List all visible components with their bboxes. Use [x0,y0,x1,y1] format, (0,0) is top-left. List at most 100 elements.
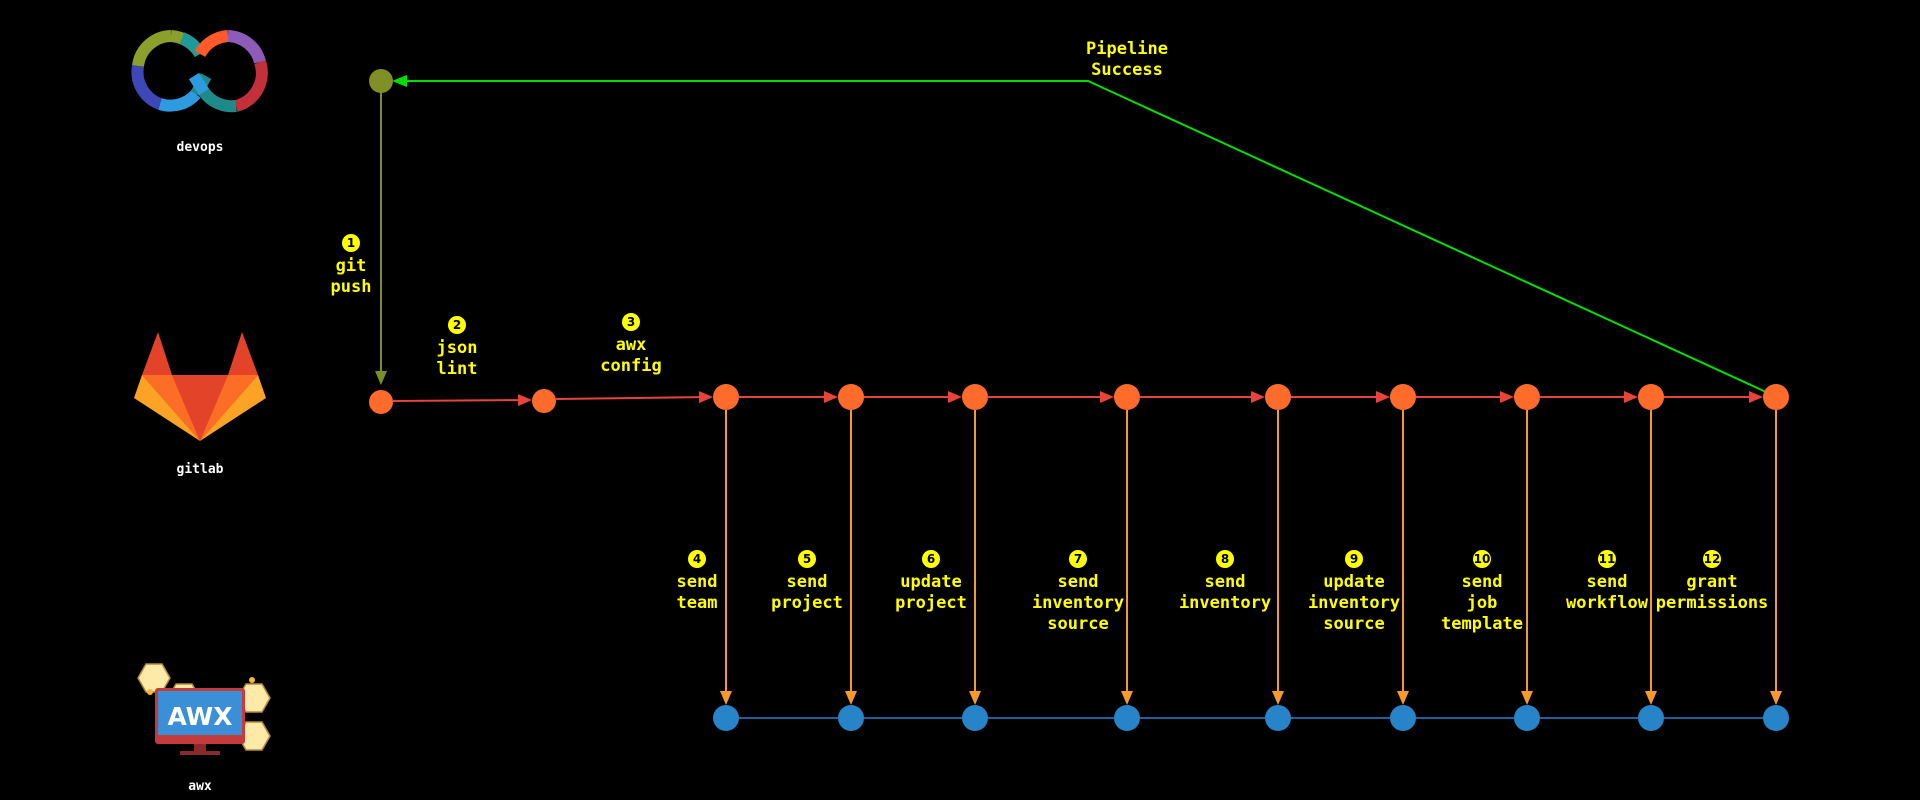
awx-node [1514,705,1540,731]
step-8-number: 8 [1221,552,1229,566]
awx-call-arrow-arrowhead [1770,691,1782,705]
gitlab-fox-logo-icon [134,332,266,441]
step-1-label-line: push [331,277,372,297]
awx-call-arrow-arrowhead [1521,691,1533,705]
awx-call-arrow-arrowhead [1397,691,1409,705]
awx-call-arrow-arrowhead [845,691,857,705]
gitlab-chain-arrow-arrowhead [824,391,838,403]
gitlab-node [713,384,739,410]
step-2-number: 2 [453,318,461,332]
gitlab-chain-arrow-arrowhead [1624,391,1638,403]
step-6-label-line: update [900,572,961,592]
pipeline-flow: 1gitpush2jsonlint3awxconfig4sendteam5sen… [331,39,1789,731]
step-6-label-line: project [895,593,967,613]
gitlab-chain-arrow-arrowhead [1251,391,1265,403]
gitlab-node [1763,384,1789,410]
step-5-label-line: project [771,593,843,613]
gitlab-chain-arrow-arrowhead [948,391,962,403]
step-7-label-line: source [1047,614,1108,634]
lane-label-gitlab: gitlab [177,462,224,477]
step-1-label-line: git [336,256,367,276]
step-10-number-badge [1473,550,1491,568]
gitlab-node [838,384,864,410]
step-10-label-line: send [1462,572,1503,592]
pipeline-success-label: Success [1091,60,1163,80]
awx-node [1265,705,1291,731]
step-12-label-line: grant [1686,572,1737,592]
awx-call-arrow-arrowhead [1645,691,1657,705]
step-2-label-line: lint [437,359,478,379]
step-9-label-line: inventory [1308,593,1400,613]
step-11-number-badge [1598,550,1616,568]
gitlab-node [1514,384,1540,410]
awx-node [1114,705,1140,731]
step-5-number-badge [798,550,816,568]
step-10-label-line: template [1441,614,1523,634]
awx-node [713,705,739,731]
devops-node [369,69,393,93]
step-10-number: 10 [1474,552,1491,566]
gitlab-chain-arrow-arrowhead [1100,391,1114,403]
step-11-label-line: send [1587,572,1628,592]
gitlab-chain-arrow-arrowhead [1749,391,1763,403]
step-3-label-line: awx [616,335,647,355]
gitlab-chain-arrow-arrowhead [1500,391,1514,403]
step-4-label-line: team [677,593,718,613]
step-6-number-badge [922,550,940,568]
pipeline-success-label: Pipeline [1086,39,1168,59]
pipeline-success-line [400,80,1767,393]
awx-call-arrow-arrowhead [1121,691,1133,705]
step-4-number-badge [688,550,706,568]
awx-node [1763,705,1789,731]
git-push-arrow-arrowhead [375,371,387,385]
step-5-label-line: send [787,572,828,592]
step-4-label-line: send [677,572,718,592]
gitlab-node [962,384,988,410]
step-8-label-line: send [1205,572,1246,592]
step-5-number: 5 [803,552,811,566]
step-10-label-line: job [1467,593,1498,613]
step-12-label-line: permissions [1656,593,1769,613]
step-7-label-line: send [1058,572,1099,592]
json-lint-arrow-line [392,399,519,402]
awx-node [962,705,988,731]
step-12-number: 12 [1704,552,1721,566]
awx-config-arrow-line [555,396,700,400]
step-3-label-line: config [600,356,661,376]
awx-call-arrow-arrowhead [720,691,732,705]
step-9-number-badge [1345,550,1363,568]
awx-monitor-logo-icon: AWX [137,663,271,755]
awx-node [1390,705,1416,731]
step-7-number: 7 [1074,552,1082,566]
awx-call-arrow-arrowhead [969,691,981,705]
step-9-label-line: update [1323,572,1384,592]
step-8-number-badge [1216,550,1234,568]
step-1-number-badge [342,234,360,252]
step-3-number-badge [622,313,640,331]
awx-logo-wordmark: AWX [167,702,232,731]
step-11-label-line: workflow [1566,593,1649,613]
step-2-label-line: json [437,338,478,358]
step-7-number-badge [1069,550,1087,568]
gitlab-node [532,389,556,413]
gitlab-node [1390,384,1416,410]
step-12-number-badge [1703,550,1721,568]
gitlab-node [369,390,393,414]
step-4-number: 4 [693,552,701,566]
step-9-label-line: source [1323,614,1384,634]
step-2-number-badge [448,316,466,334]
json-lint-arrow-arrowhead [517,394,532,407]
lane-label-devops: devops [177,140,224,155]
awx-call-arrow-arrowhead [1272,691,1284,705]
awx-node [838,705,864,731]
step-8-label-line: inventory [1179,593,1271,613]
devops-infinity-logo-icon [131,30,268,113]
gitlab-node [1638,384,1664,410]
gitlab-chain-arrow-arrowhead [1376,391,1390,403]
step-6-number: 6 [927,552,935,566]
awx-node [1638,705,1664,731]
step-1-number: 1 [347,236,355,250]
step-3-number: 3 [627,315,635,329]
